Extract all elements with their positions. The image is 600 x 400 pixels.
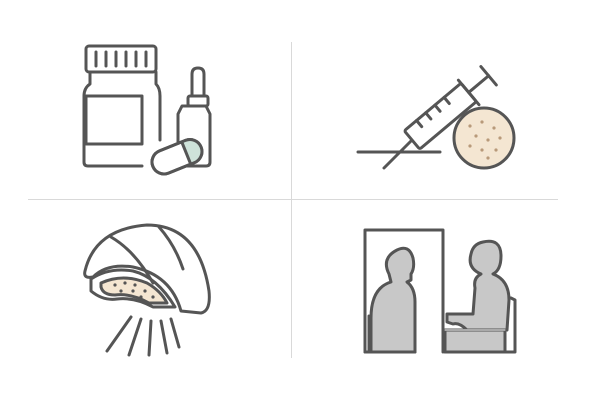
therapy-session-illustration — [363, 228, 517, 354]
capsule-icon — [150, 138, 204, 176]
therapy-session-icon — [363, 228, 517, 354]
injection-cell — [350, 40, 530, 180]
light-therapy-helmet-icon — [83, 223, 211, 357]
horizontal-divider — [28, 199, 558, 200]
vertical-divider — [291, 42, 292, 358]
medication-cell — [70, 40, 230, 190]
light-therapy-illustration — [83, 223, 211, 357]
medication-illustration — [82, 44, 212, 176]
skin-sample-icon — [452, 106, 516, 170]
medication-bottle-icon — [82, 44, 162, 168]
syringe-injection-icon — [382, 65, 498, 170]
injection-illustration — [356, 65, 516, 170]
therapy-session-cell — [355, 222, 525, 362]
therapist-figure — [443, 239, 517, 354]
light-therapy-cell — [75, 215, 225, 365]
patient-figure — [363, 246, 417, 354]
